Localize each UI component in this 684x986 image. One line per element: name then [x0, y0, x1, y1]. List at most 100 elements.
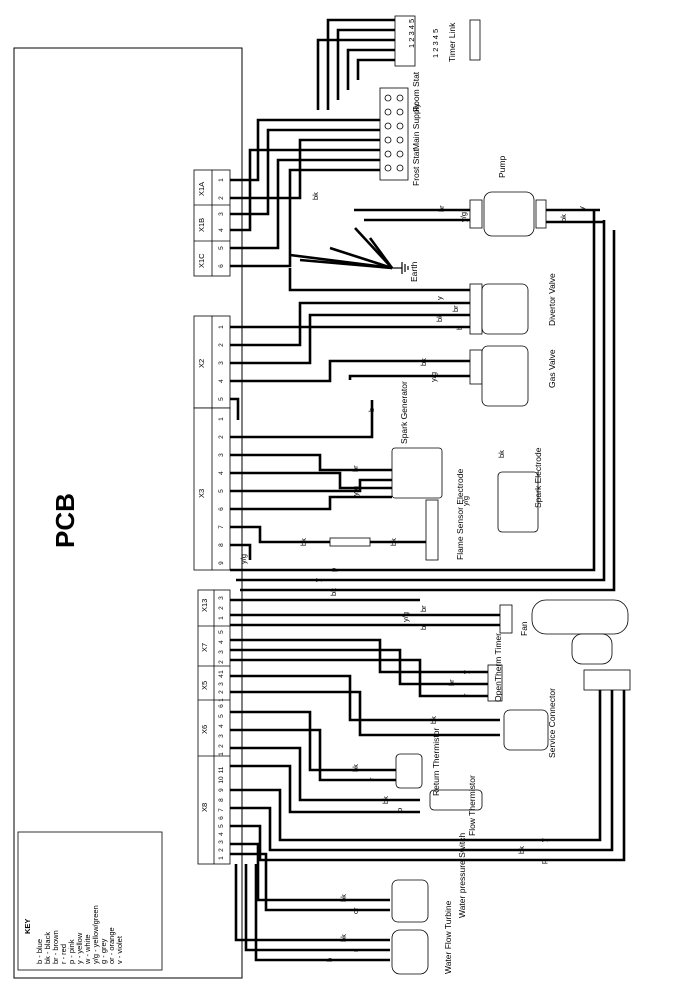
earth-label: Earth — [409, 261, 419, 282]
wire-tag: bk — [381, 796, 390, 804]
gas-valve-label: Gas Valve — [547, 349, 557, 388]
wire-tag: b — [325, 957, 334, 962]
wire-tag: y — [435, 296, 444, 300]
wire-tag: p — [395, 807, 404, 812]
fan-label: Fan — [519, 621, 529, 636]
connector-blocks — [193, 169, 231, 865]
main-supply-label: Main Supply — [411, 103, 421, 150]
key-box — [17, 831, 163, 971]
divertor-valve-label: Divertor Valve — [547, 273, 557, 326]
pin-number: 6 — [218, 704, 225, 708]
pin-number: 4 — [218, 832, 225, 836]
pin-number: 1 — [218, 752, 225, 756]
pin-number: 2 — [218, 606, 225, 610]
pin-number: 3 — [218, 650, 225, 654]
wire-tag: r — [367, 777, 376, 781]
pin-number: 1 — [218, 325, 225, 329]
pin-number: 1 — [218, 616, 225, 620]
wire-tag: r — [351, 949, 360, 953]
connector-x13-label: X13 — [200, 598, 209, 612]
pin-number: 4 — [218, 379, 225, 383]
wire-tag: y/g — [459, 211, 468, 222]
wire-tag: bk — [339, 894, 348, 902]
pin-number: 2 — [218, 660, 225, 664]
wire-tag: y/g — [461, 495, 470, 506]
pin-number: 1 — [218, 856, 225, 860]
wire-tag: br — [447, 679, 456, 686]
wire-tag: y/g — [351, 485, 360, 496]
stat-terminals — [329, 15, 631, 975]
wire-tag: y/g — [401, 611, 410, 622]
pin-number: 5 — [218, 714, 225, 718]
wire-tag: bk — [351, 764, 360, 772]
pin-number: 9 — [218, 788, 225, 792]
pin-number: 8 — [218, 543, 225, 547]
flow-thermistor-label: Flow Thermistor — [467, 775, 477, 836]
pin-number: 5 — [218, 397, 225, 401]
timer-pins-label-2: 1 2 3 4 5 — [431, 28, 440, 58]
pin-number: 2 — [218, 196, 225, 200]
connector-x8-label: X8 — [200, 802, 209, 812]
wire-tag: y/g — [429, 371, 438, 382]
pin-number: 4 — [218, 674, 225, 678]
timer-pins-label: 1 2 3 4 5 — [407, 18, 416, 48]
pin-number: 5 — [218, 246, 225, 250]
wire-tag: br — [351, 465, 360, 472]
timer-link-label: Timer Link — [447, 22, 457, 62]
pin-number: 9 — [218, 561, 225, 565]
wire-tag: b — [419, 625, 428, 630]
pump-label: Pump — [497, 155, 507, 178]
wire-tag: bk — [299, 538, 308, 546]
wire-tag: bk — [311, 192, 320, 200]
wire-tag: r — [461, 693, 470, 697]
pin-number: 2 — [218, 343, 225, 347]
wire-tag: br — [437, 205, 446, 212]
pin-number: 4 — [218, 228, 225, 232]
wire-tag: or — [351, 907, 360, 914]
pin-number: 6 — [218, 816, 225, 820]
pin-number: 6 — [218, 264, 225, 268]
wire-tag: y — [313, 578, 322, 582]
pin-number: 8 — [218, 798, 225, 802]
connector-x3-label: X3 — [197, 488, 206, 498]
connector-x5-label: X5 — [200, 680, 209, 690]
wire-tag: b — [367, 407, 376, 412]
wire-tag: bk — [329, 588, 338, 596]
pin-number: 5 — [218, 824, 225, 828]
wire-tag: y — [539, 838, 548, 842]
pin-number: 6 — [218, 507, 225, 511]
pin-number: 11 — [218, 766, 225, 773]
pin-number: 3 — [218, 596, 225, 600]
wire-tag: bk — [559, 214, 568, 222]
spark-generator-label: Spark Generator — [399, 381, 409, 444]
wire-tag: p — [539, 859, 548, 864]
connector-x1a-label: X1A — [197, 181, 206, 196]
earth-symbol — [392, 262, 409, 274]
pin-number: 4 — [218, 471, 225, 475]
pin-number: 1 — [218, 417, 225, 421]
pcb-label: PCB — [50, 493, 80, 548]
frost-stat-label: Frost Stat — [411, 149, 421, 186]
connector-x7-label: X7 — [200, 642, 209, 652]
wire-tag: br — [419, 605, 428, 612]
service-connector-label: Service Connector — [547, 688, 557, 758]
wire-tag: p — [329, 567, 338, 572]
key-title: KEY — [23, 918, 32, 934]
pin-number: 3 — [218, 734, 225, 738]
pin-number: 5 — [218, 489, 225, 493]
pin-number: 2 — [218, 848, 225, 852]
connector-x2-label: X2 — [197, 358, 206, 368]
wire-tag: bk — [339, 934, 348, 942]
wire-tag: bk — [389, 538, 398, 546]
wire-tag: bk — [497, 450, 506, 458]
pin-number: 2 — [218, 744, 225, 748]
pin-number: 4 — [218, 724, 225, 728]
pin-number: 2 — [218, 435, 225, 439]
return-thermistor-label: Return Thermistor — [431, 727, 441, 796]
pin-number: 10 — [218, 776, 225, 784]
pin-number: 3 — [218, 682, 225, 686]
wire-tag: y — [461, 670, 470, 674]
flame-sensor-label: Flame Sensor Electrode — [455, 468, 465, 560]
connector-x1c-label: X1C — [197, 253, 206, 268]
pin-number: 7 — [218, 525, 225, 529]
